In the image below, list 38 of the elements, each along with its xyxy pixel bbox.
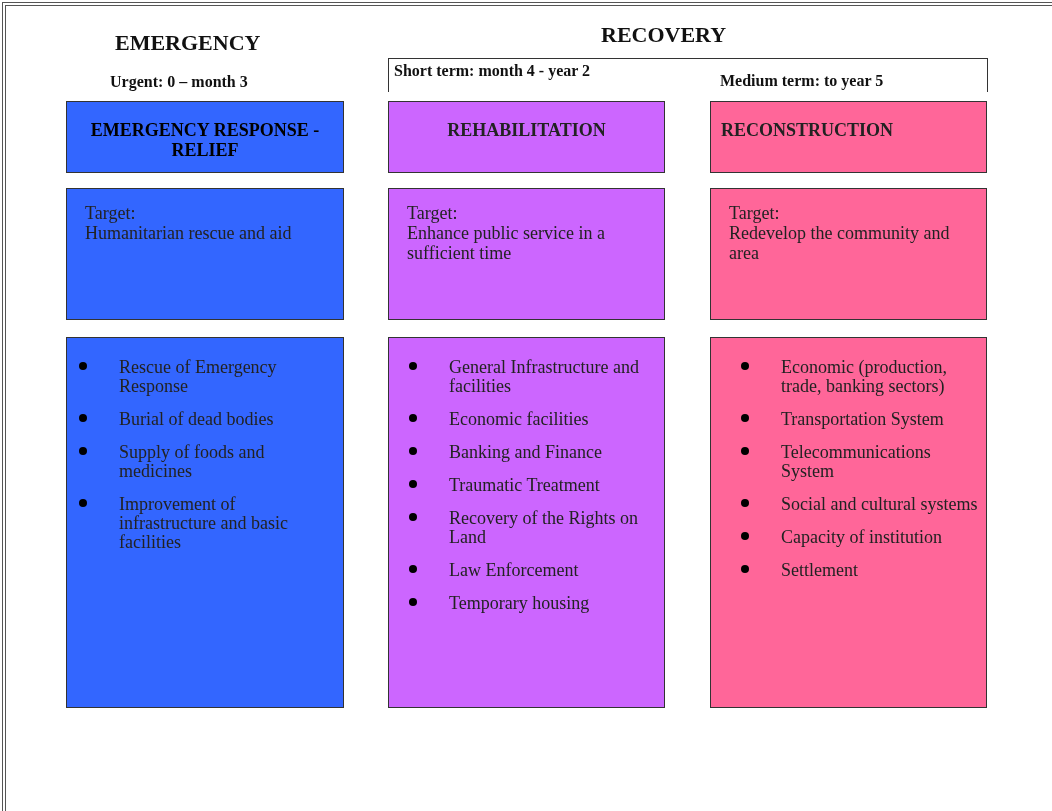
phase-title: EMERGENCY RESPONSE - RELIEF <box>89 119 321 160</box>
target-box <box>710 188 987 320</box>
list-item: Rescue of Emergency Response <box>119 358 278 396</box>
target-text: Enhance public service in a sufficient time <box>407 223 606 263</box>
timeframe-label: Short term: month 4 - year 2 <box>394 62 591 80</box>
target-text: Redevelop the community and area <box>729 223 951 263</box>
list-item: Supply of foods and medicines <box>119 443 266 481</box>
target-heading: Target: <box>407 203 459 223</box>
phase-box <box>710 101 987 173</box>
phase-box <box>66 101 344 173</box>
phase-title: REHABILITATION <box>446 119 607 140</box>
activity-list-box <box>388 337 665 708</box>
target-box <box>388 188 665 320</box>
list-item: Law Enforcement <box>449 561 580 580</box>
target-box <box>66 188 344 320</box>
list-item: Traumatic Treatment <box>449 476 601 495</box>
list-item: Economic (production, trade, banking sectors) <box>781 358 948 396</box>
target-heading: Target: <box>85 203 137 223</box>
target-heading: Target: <box>729 203 781 223</box>
list-item: Economic facilities <box>449 410 590 429</box>
list-item: Telecommunications System <box>781 443 932 481</box>
list-item: Temporary housing <box>449 594 591 613</box>
list-item: Settlement <box>781 561 859 580</box>
list-item: Improvement of infrastructure and basic facilities <box>119 495 289 552</box>
target-text: Humanitarian rescue and aid <box>85 223 293 243</box>
list-item: Banking and Finance <box>449 443 603 462</box>
list-item: Social and cultural systems <box>781 495 978 514</box>
list-item: Burial of dead bodies <box>119 410 275 429</box>
phase-title: RECONSTRUCTION <box>720 119 895 140</box>
list-item: Capacity of institution <box>781 528 943 547</box>
activity-list-box <box>710 337 987 708</box>
activity-list-box <box>66 337 344 708</box>
list-item: Transportation System <box>781 410 945 429</box>
list-item: General Infrastructure and facilities <box>449 358 640 396</box>
phase-heading: RECOVERY <box>601 22 727 48</box>
phase-box <box>388 101 665 173</box>
phase-heading: EMERGENCY <box>115 30 261 56</box>
list-item: Recovery of the Rights on Land <box>449 509 639 547</box>
